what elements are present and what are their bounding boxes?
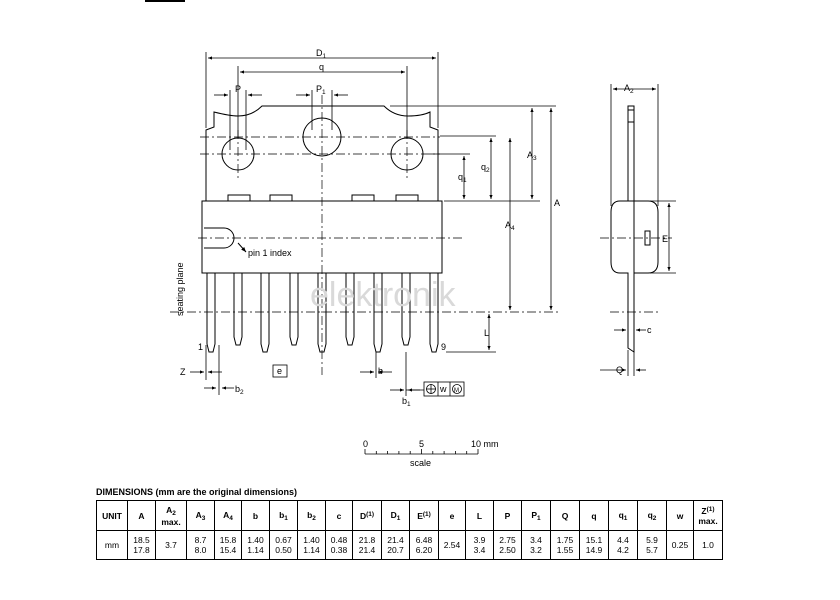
label-pin-1: 1 [198, 342, 203, 352]
column-header-a: A [127, 500, 156, 531]
column-header-a3: A3 [186, 500, 215, 531]
label-q: q [319, 62, 324, 72]
lead-3 [260, 273, 270, 353]
column-header-b2: b2 [297, 500, 326, 531]
column-header-e: e [438, 500, 466, 531]
cell-a2: 3.7 [155, 530, 187, 560]
label-c: c [647, 325, 652, 335]
label-pin1-index: pin 1 index [248, 248, 292, 258]
label-P: P [235, 84, 241, 94]
label-b1: b1 [402, 396, 411, 408]
column-header-q: q [579, 500, 609, 531]
cell-unit: mm [96, 530, 128, 560]
label-A: A [554, 198, 560, 208]
lead-4 [289, 273, 299, 346]
package-outline-drawing: D1 q P P1 A3 q2 q1 A4 A L pin 1 index 1 … [145, 0, 676, 468]
label-pin-9: 9 [441, 342, 446, 352]
label-q2: q2 [481, 162, 490, 174]
label-E: E [662, 234, 668, 244]
column-header-c: c [325, 500, 353, 531]
column-header-w: w [666, 500, 694, 531]
column-header-b: b [241, 500, 270, 531]
column-header-unit: UNIT [96, 500, 128, 531]
scale-bar [364, 449, 479, 455]
column-header-p1: P1 [521, 500, 551, 531]
heatsink-tab-outline [205, 105, 439, 201]
e-box [272, 364, 288, 378]
label-b2: b2 [235, 384, 244, 396]
label-P1: P1 [316, 84, 326, 96]
label-q1: q1 [458, 172, 467, 184]
lead-1 [206, 273, 216, 353]
column-header-d: D(1) [352, 500, 382, 531]
cell-e: 2.54 [438, 530, 466, 560]
column-header-b1: b1 [269, 500, 298, 531]
label-D1: D1 [316, 48, 327, 60]
label-b: b [378, 366, 383, 376]
scale-tick-0: 0 [363, 439, 368, 449]
lead-8 [401, 273, 411, 346]
column-header-p: P [493, 500, 522, 531]
label-Z: Z [180, 367, 186, 377]
column-header-q: Q [550, 500, 580, 531]
cell-z: 1.0 [693, 530, 723, 560]
cell-w: 0.25 [666, 530, 694, 560]
lead-9 [429, 273, 439, 353]
scale-tick-10: 10 mm [471, 439, 499, 449]
label-w: w [439, 384, 447, 394]
label-Q: Q [616, 365, 623, 375]
scale-tick-5: 5 [419, 439, 424, 449]
label-A2: A2 [624, 83, 634, 95]
dimensions-title: DIMENSIONS (mm are the original dimensio… [96, 487, 298, 497]
column-header-z: Z(1)max. [693, 500, 723, 531]
label-e: e [277, 366, 282, 376]
column-header-d1: D1 [381, 500, 410, 531]
lead-6 [345, 273, 355, 346]
watermark: elektronik [310, 276, 457, 314]
header-fragment [145, 0, 185, 2]
column-header-q1: q1 [608, 500, 638, 531]
label-M: M [454, 388, 459, 394]
column-header-a4: A4 [214, 500, 242, 531]
column-header-q2: q2 [637, 500, 667, 531]
label-A3: A3 [527, 150, 537, 162]
lead-2 [233, 273, 243, 346]
scale-caption: scale [410, 458, 431, 468]
column-header-l: L [465, 500, 494, 531]
label-seating-plane: seating plane [175, 262, 185, 316]
label-A4: A4 [505, 220, 515, 232]
column-header-e: E(1) [409, 500, 439, 531]
label-L: L [484, 328, 489, 338]
tolerance-frame [423, 381, 465, 397]
side-view [610, 105, 659, 353]
lead-7 [373, 273, 383, 353]
